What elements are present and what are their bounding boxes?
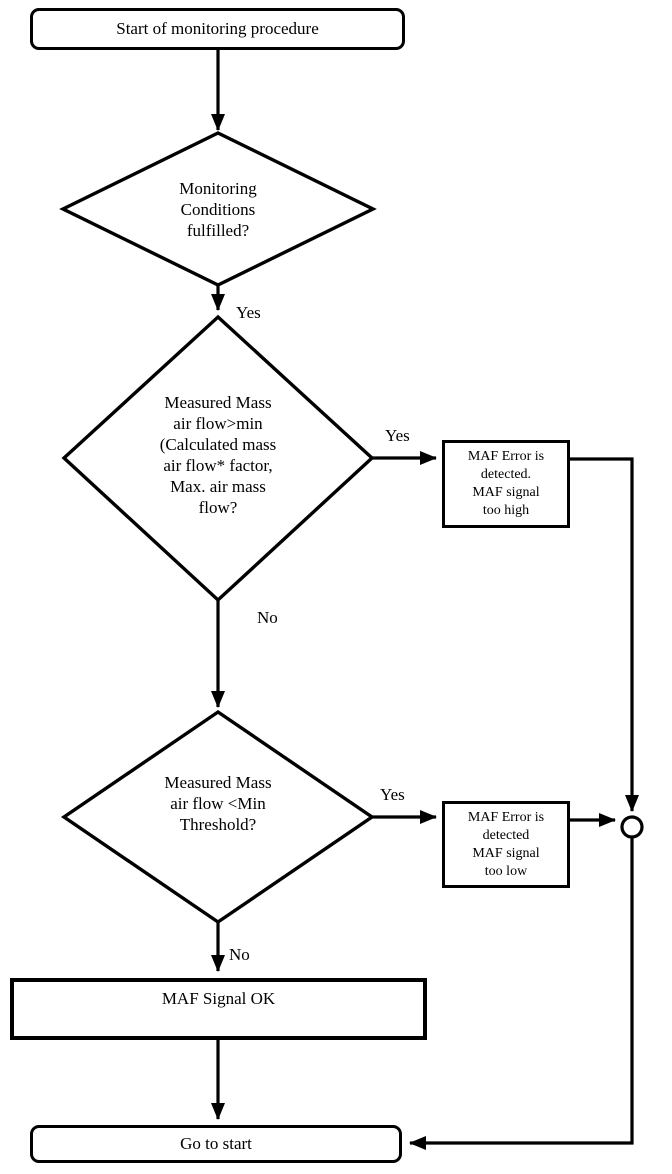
- error-high-node: MAF Error is detected. MAF signal too hi…: [442, 440, 570, 528]
- decision3-diamond: [60, 709, 376, 925]
- start-node-label: Start of monitoring procedure: [116, 19, 319, 38]
- decision1-label: Monitoring Conditions fulfilled?: [179, 178, 257, 240]
- error-low-node: MAF Error is detected MAF signal too low: [442, 801, 570, 888]
- decision2-label: Measured Mass air flow>min (Calculated m…: [159, 393, 277, 517]
- decision3-label: Measured Mass air flow <Min Threshold?: [164, 772, 272, 834]
- decision1-diamond: [59, 131, 377, 287]
- junction-connector: [620, 815, 644, 839]
- edge-label-decision3-yes: Yes: [380, 785, 405, 804]
- signal-ok-node: MAF Signal OK: [10, 978, 427, 1040]
- line-junction-to-goto: [409, 837, 634, 1150]
- decision2-diamond: [61, 314, 375, 603]
- start-node: Start of monitoring procedure: [30, 8, 405, 50]
- edge-label-decision2-yes: Yes: [385, 426, 410, 445]
- goto-start-label: Go to start: [180, 1134, 252, 1153]
- edge-label-decision2-no: No: [257, 608, 278, 627]
- line-errorhigh-to-junction: [570, 457, 639, 812]
- edge-label-decision1-yes: Yes: [236, 303, 261, 322]
- goto-start-node: Go to start: [30, 1125, 402, 1163]
- signal-ok-label: MAF Signal OK: [161, 989, 276, 1008]
- edge-label-decision3-no: No: [229, 945, 250, 964]
